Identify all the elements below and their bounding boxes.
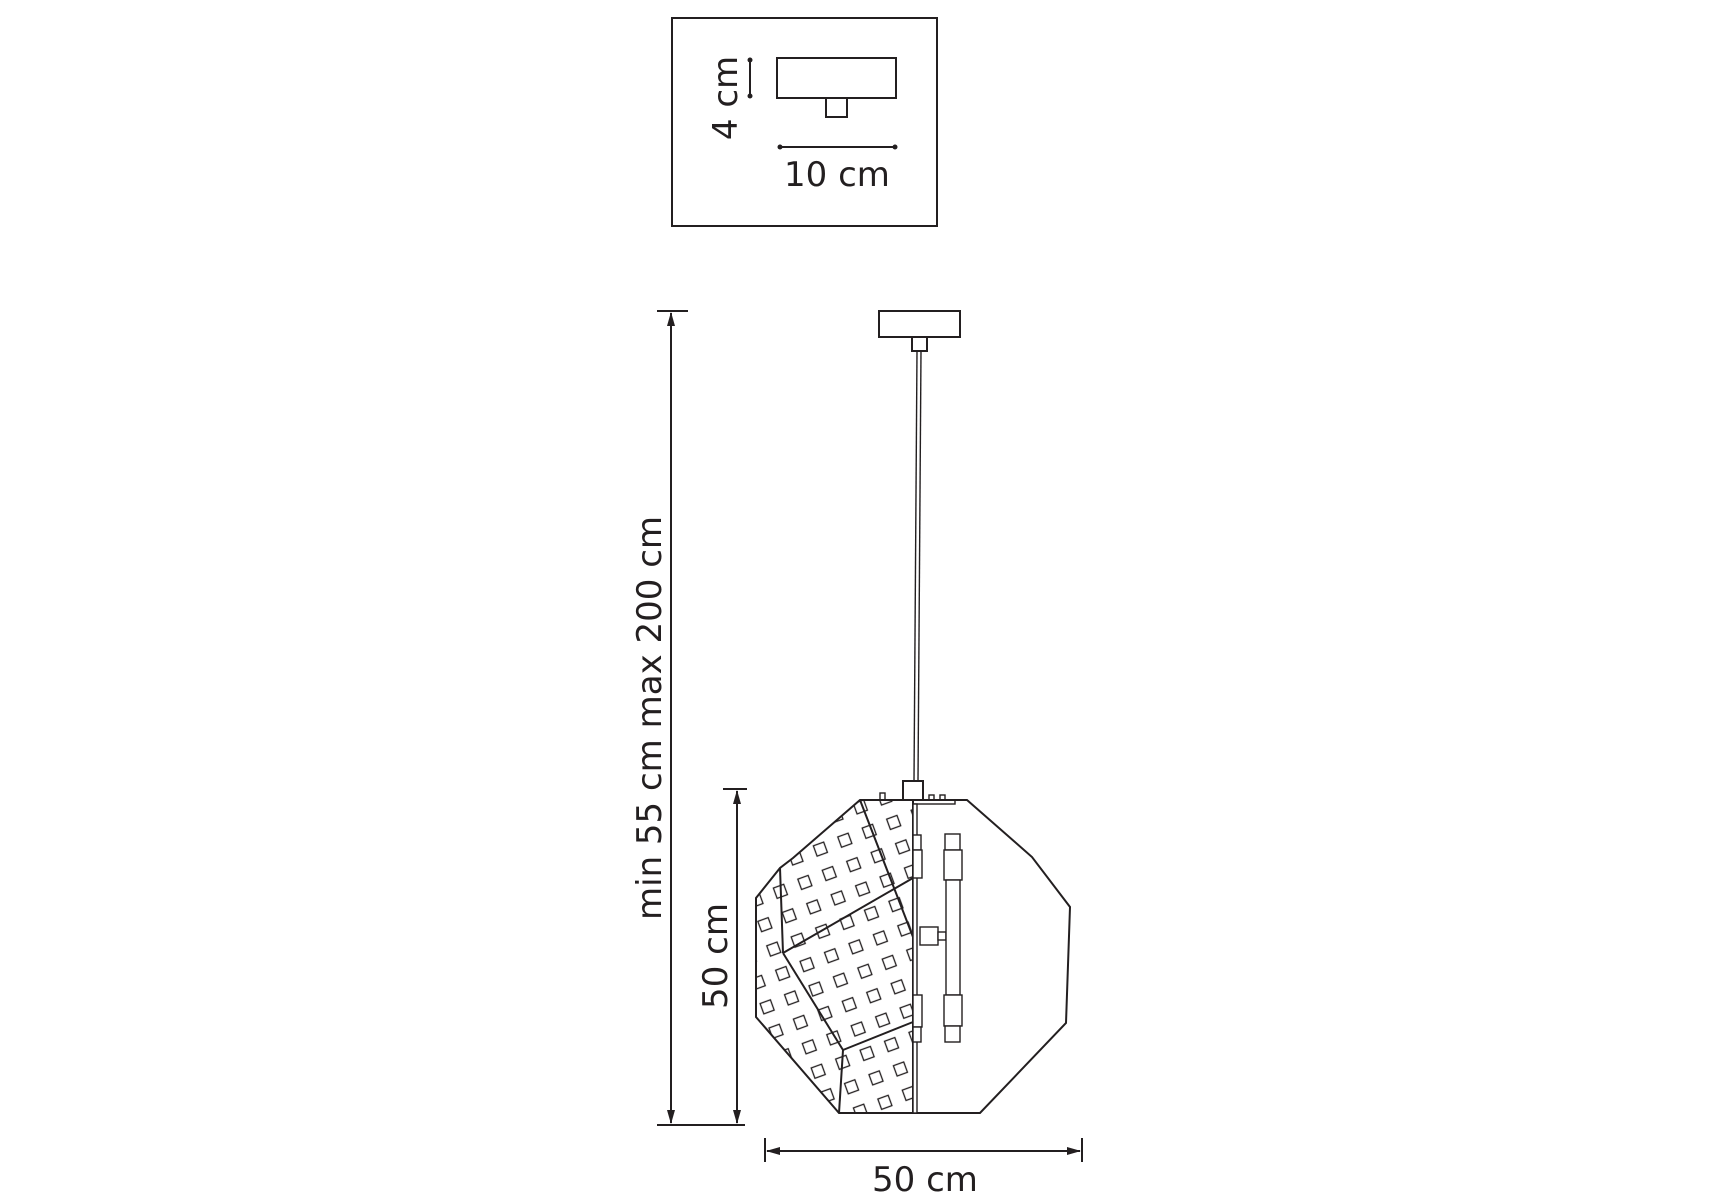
fitting-screw xyxy=(879,792,886,801)
shade-height-dimension: 50 cm xyxy=(696,788,747,1124)
inset-frame xyxy=(671,17,938,227)
canopy-width-label: 10 cm xyxy=(784,155,890,195)
shade-outline xyxy=(755,799,1072,1114)
ceiling-canopy xyxy=(878,310,961,338)
suspension-cord xyxy=(917,350,922,782)
light-source-assembly xyxy=(912,803,963,1114)
perforated-shade-half xyxy=(756,800,913,1113)
canopy-stub xyxy=(825,97,848,118)
canopy-height-label: 4 cm xyxy=(706,56,746,140)
suspension-cord xyxy=(913,350,918,782)
pendant-lamp xyxy=(755,310,1072,1114)
shade-height-label: 50 cm xyxy=(696,903,736,1009)
shade-width-label: 50 cm xyxy=(872,1160,978,1200)
total-height-dimension: min 55 cm max 200 cm xyxy=(630,310,745,1126)
shade-width-dimension: 50 cm xyxy=(764,1138,1083,1200)
canopy-plate xyxy=(776,57,897,99)
top-fitting xyxy=(902,780,924,801)
shade-facets xyxy=(779,799,914,1114)
total-height-label: min 55 cm max 200 cm xyxy=(630,516,670,920)
canopy-stub xyxy=(911,336,928,352)
canopy-inset: 4 cm 10 cm xyxy=(671,17,938,227)
